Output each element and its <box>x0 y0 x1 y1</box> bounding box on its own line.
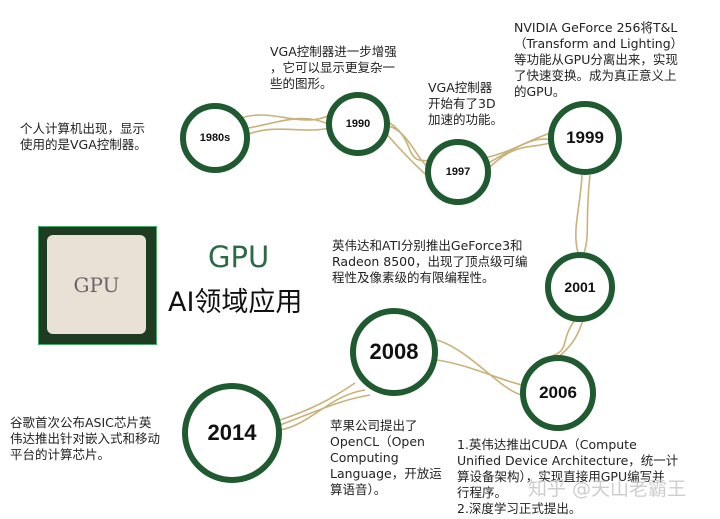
desc-1990: VGA控制器进一步增强 ，它可以显示更复杂一 些的图形。 <box>270 44 397 91</box>
node-2008: 2008 <box>350 308 438 396</box>
gpu-chip-label: GPU <box>47 235 146 334</box>
desc-2014: 谷歌首次公布ASIC芯片英 伟达推出针对嵌入式和移动 平台的计算芯片。 <box>10 415 161 462</box>
node-2014: 2014 <box>182 383 282 483</box>
desc-2001: 英伟达和ATI分别推出GeForce3和 Radeon 8500，出现了顶点级可… <box>332 238 528 285</box>
desc-1999: NVIDIA GeForce 256将T&L （Transform and Li… <box>514 20 684 99</box>
desc-2006: 1.英伟达推出CUDA（Compute Unified Device Archi… <box>457 437 679 516</box>
node-1990: 1990 <box>326 92 390 156</box>
node-2001: 2001 <box>545 252 615 322</box>
node-1980s: 1980s <box>180 103 250 173</box>
title-gpu: GPU <box>208 240 270 274</box>
node-1997: 1997 <box>425 139 491 205</box>
desc-2008: 苹果公司提出了 OpenCL（Open Computing Language，开… <box>330 418 442 497</box>
node-1999: 1999 <box>548 101 622 175</box>
title-ai-application: AI领域应用 <box>168 287 303 318</box>
desc-1997: VGA控制器 开始有了3D 加速的功能。 <box>428 80 504 127</box>
node-2006: 2006 <box>520 355 596 431</box>
watermark: 知乎 @天山老霸王 <box>528 478 687 500</box>
desc-1980s: 个人计算机出现，显示 使用的是VGA控制器。 <box>20 121 147 152</box>
gpu-chip-image: GPU <box>38 226 157 345</box>
